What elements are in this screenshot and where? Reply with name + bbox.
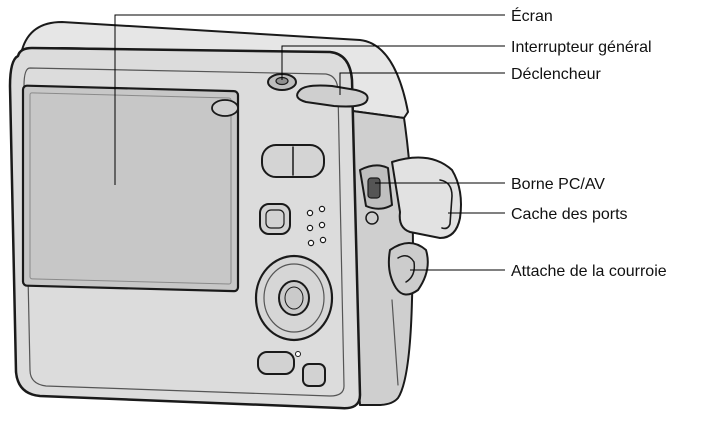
leader-shutter	[339, 72, 505, 95]
leader-power-switch	[281, 45, 505, 80]
ok-button	[278, 280, 310, 316]
label-strap-lug: Attache de la courroie	[511, 263, 667, 280]
label-shutter: Déclencheur	[511, 66, 602, 83]
side-slot	[391, 299, 399, 386]
callout-labels: Écran Interrupteur général Déclencheur B…	[511, 6, 667, 280]
pc-av-socket	[367, 177, 381, 199]
label-pc-av-terminal: Borne PC/AV	[511, 176, 605, 193]
camera-bezel	[23, 67, 345, 397]
label-screen: Écran	[511, 6, 553, 25]
shutter-button	[296, 84, 369, 108]
port-cover	[391, 156, 462, 239]
indicator-dots	[306, 205, 327, 247]
lcd-screen-inner	[29, 92, 232, 285]
four-way-controller-ring	[263, 263, 325, 333]
strap-lug-hole	[397, 255, 416, 283]
playback-button-inner	[265, 209, 285, 229]
led-dot	[295, 351, 301, 357]
leader-lines	[114, 14, 505, 271]
port-round-socket	[365, 211, 379, 225]
leader-screen	[114, 14, 505, 185]
port-cover-tab	[439, 179, 453, 230]
delete-button	[302, 363, 326, 387]
label-power-switch: Interrupteur général	[511, 39, 652, 56]
camera-illustration	[8, 21, 462, 410]
ok-button-inner	[284, 286, 304, 310]
top-small-button	[211, 99, 239, 117]
strap-lug	[387, 242, 429, 296]
label-port-cover: Cache des ports	[511, 206, 628, 223]
lcd-screen	[21, 84, 240, 293]
menu-button	[257, 351, 295, 375]
playback-button	[259, 203, 291, 235]
